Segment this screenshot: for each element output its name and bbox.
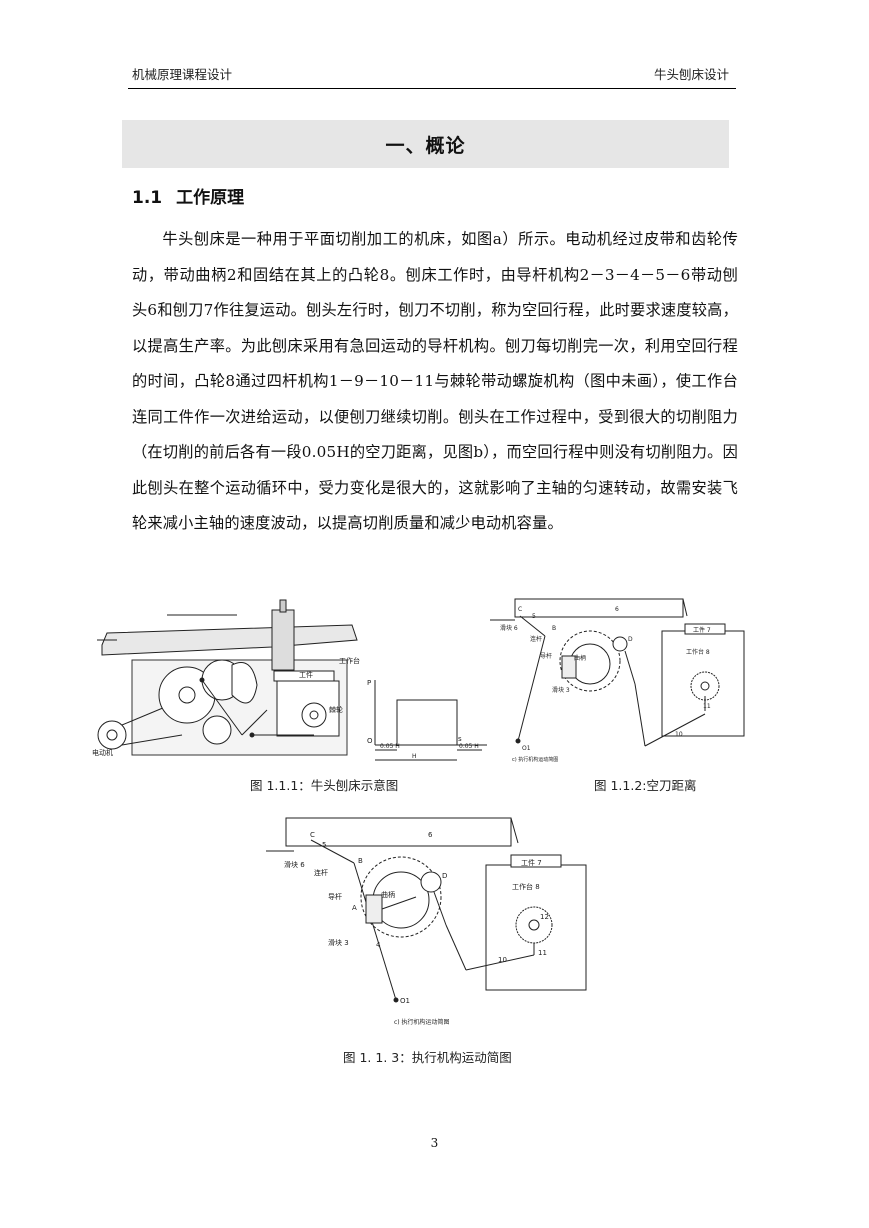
- fig2-label-table8: 工作台 8: [686, 648, 710, 656]
- fig3-label-4: 4: [376, 941, 381, 949]
- label-h1: 0.05 H: [380, 743, 400, 750]
- fig3-label-guide: 导杆: [328, 892, 342, 901]
- label-p: P: [367, 679, 371, 687]
- fig3-label-10: 10: [498, 956, 507, 964]
- fig2-label-slider6: 滑块 6: [500, 624, 518, 632]
- figure-idle-distance: 6 C 滑块 6 5 B 连杆 导杆 曲柄 滑块 3 D 工件 7 工作台 8: [490, 596, 750, 766]
- fig3-label-11: 11: [538, 949, 547, 957]
- label-ratchet: 棘轮: [329, 705, 343, 714]
- label-motor: 电动机: [92, 748, 113, 757]
- fig3-label-work7: 工件 7: [521, 858, 542, 867]
- caption-figure-1: 图 1.1.1：牛头刨床示意图: [250, 778, 399, 793]
- chapter-banner: 一、概论: [122, 120, 729, 168]
- fig2-label-link: 连杆: [530, 635, 542, 643]
- header-right: 牛头刨床设计: [653, 67, 729, 82]
- figure-shaper-schematic: 电动机 工作台 棘轮 工件 P O s 0.05 H H 0.05 H: [92, 585, 492, 765]
- header-rule: [128, 88, 736, 89]
- label-workpiece: 工件: [299, 670, 313, 679]
- fig3-label-slider6: 滑块 6: [284, 860, 305, 869]
- fig2-label-o1: O1: [522, 745, 531, 752]
- fig3-label-table8: 工作台 8: [512, 882, 540, 891]
- fig2-label-10: 10: [675, 731, 683, 738]
- fig3-label-o1: O1: [400, 997, 410, 1005]
- fig2-label-6: 6: [615, 606, 619, 613]
- page-number: 3: [430, 1136, 439, 1150]
- caption-figure-3: 图 1. 1. 3：执行机构运动简图: [343, 1050, 512, 1065]
- fig2-label-11: 11: [703, 703, 711, 710]
- fig3-label-5: 5: [322, 841, 326, 849]
- fig3-footnote: c) 执行机构运动简图: [394, 1018, 450, 1026]
- fig3-label-12: 12: [540, 913, 549, 921]
- figure-execution-mechanism: 6 C 滑块 6 5 B 连杆 导杆 A 曲柄 滑块 3 4 D 工件 7: [266, 815, 596, 1030]
- header-left: 机械原理课程设计: [132, 67, 233, 82]
- section-number: 1.1: [132, 188, 163, 208]
- label-h3: 0.05 H: [459, 743, 479, 750]
- fig2-footnote: c) 执行机构运动简图: [512, 756, 558, 763]
- chapter-title: 一、概论: [385, 134, 466, 157]
- section-heading: 1.1 工作原理: [132, 183, 244, 208]
- fig3-label-slider3: 滑块 3: [328, 938, 349, 947]
- fig3-label-d: D: [442, 872, 447, 880]
- label-o: O: [367, 737, 373, 745]
- label-s: s: [458, 735, 462, 743]
- section-title: 工作原理: [176, 188, 245, 208]
- fig2-label-work7: 工件 7: [693, 626, 711, 634]
- label-h2: H: [412, 753, 417, 760]
- fig2-label-d: D: [628, 636, 633, 643]
- fig3-label-b: B: [358, 857, 363, 865]
- label-worktable: 工作台: [339, 656, 360, 665]
- fig3-label-6: 6: [428, 831, 433, 839]
- fig2-label-guide: 导杆: [540, 652, 552, 660]
- fig2-label-slider3: 滑块 3: [552, 686, 570, 694]
- fig3-label-link: 连杆: [314, 868, 328, 877]
- caption-figure-2: 图 1.1.2:空刀距离: [594, 778, 697, 793]
- fig3-label-a: A: [352, 904, 357, 912]
- fig2-label-crank: 曲柄: [574, 654, 586, 662]
- fig3-label-c: C: [310, 831, 315, 839]
- body-paragraph: 牛头刨床是一种用于平面切削加工的机床，如图a）所示。电动机经过皮带和齿轮传动，带…: [132, 230, 738, 532]
- fig2-label-b: B: [552, 625, 556, 632]
- fig2-label-5: 5: [532, 613, 536, 620]
- fig2-label-c: C: [518, 606, 522, 613]
- fig3-label-crank: 曲柄: [381, 890, 395, 899]
